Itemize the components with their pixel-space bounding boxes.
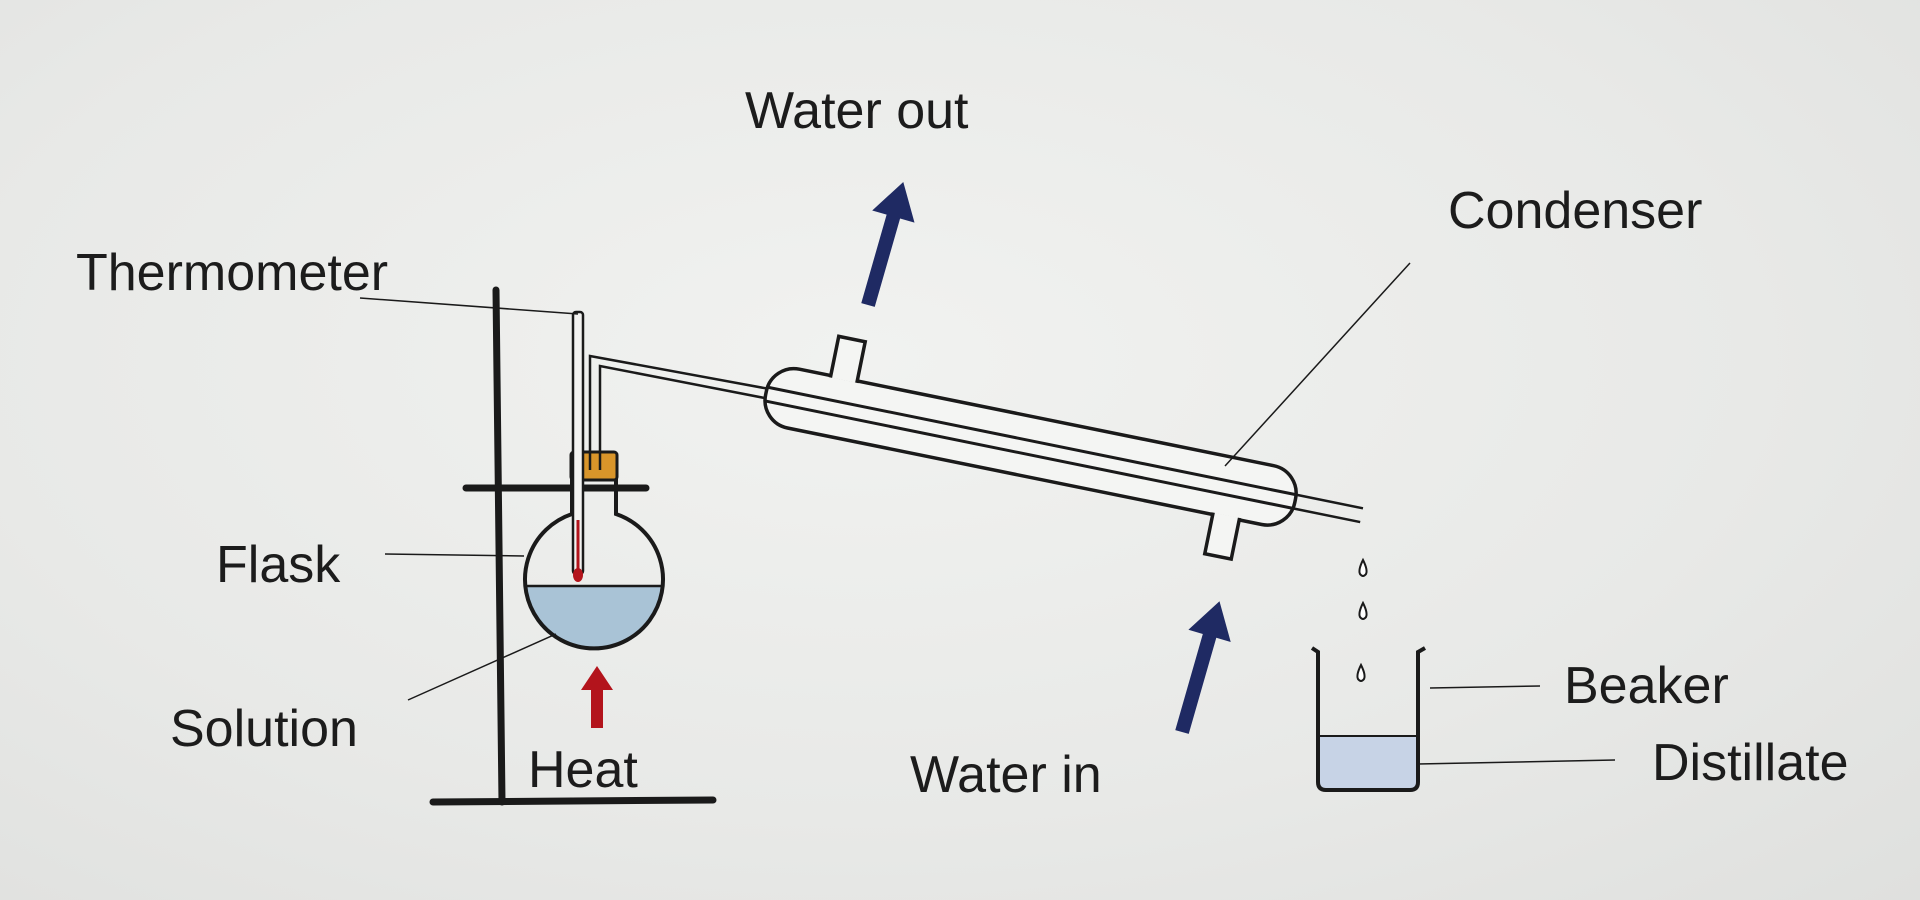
thermometer-leader xyxy=(359,297,579,315)
label-heat: Heat xyxy=(528,741,638,799)
condenser-leader xyxy=(1224,262,1411,467)
stand-base xyxy=(429,796,717,806)
drop xyxy=(1358,557,1368,577)
label-water-out: Water out xyxy=(745,82,969,140)
distillate-liquid xyxy=(1318,736,1418,790)
beaker xyxy=(1310,646,1426,792)
arrow-up-icon xyxy=(861,181,915,307)
condenser-inner-top xyxy=(766,385,1297,497)
water-in-arrow xyxy=(1175,601,1231,734)
flask-leader xyxy=(384,553,525,557)
label-condenser: Condenser xyxy=(1448,182,1702,240)
delivery-tube-upper xyxy=(588,354,776,470)
label-solution: Solution xyxy=(170,700,358,758)
heat-arrow xyxy=(581,666,613,728)
arrow-up-icon xyxy=(581,666,613,728)
beaker-leader xyxy=(1429,685,1541,689)
drop xyxy=(1358,600,1368,620)
label-thermometer: Thermometer xyxy=(76,244,388,302)
label-water-in: Water in xyxy=(910,746,1102,804)
distillate-leader xyxy=(1417,759,1616,765)
flask-outline xyxy=(523,478,665,651)
water-outlet-stub xyxy=(828,334,868,384)
condenser-jacket xyxy=(763,366,1298,527)
flask xyxy=(523,478,665,651)
beaker-outline xyxy=(1310,646,1426,792)
condenser-inner-bottom xyxy=(764,399,1294,510)
arrow-up-icon xyxy=(1175,601,1231,734)
water-out-arrow xyxy=(861,181,915,307)
delivery-tube xyxy=(588,354,776,470)
drop xyxy=(1356,662,1366,682)
condenser-outlet-tube xyxy=(1293,493,1364,524)
thermometer xyxy=(571,310,585,582)
label-flask: Flask xyxy=(216,536,341,594)
delivery-tube-lower xyxy=(598,364,776,470)
distillate-drops xyxy=(1356,557,1368,682)
label-distillate: Distillate xyxy=(1652,734,1849,792)
label-beaker: Beaker xyxy=(1564,657,1729,715)
leader-lines xyxy=(359,262,1616,765)
solution-leader xyxy=(407,633,557,701)
water-inlet-stub xyxy=(1202,512,1242,562)
stand-rod xyxy=(492,286,506,806)
thermometer-bulb xyxy=(573,568,583,582)
condenser xyxy=(763,334,1364,562)
